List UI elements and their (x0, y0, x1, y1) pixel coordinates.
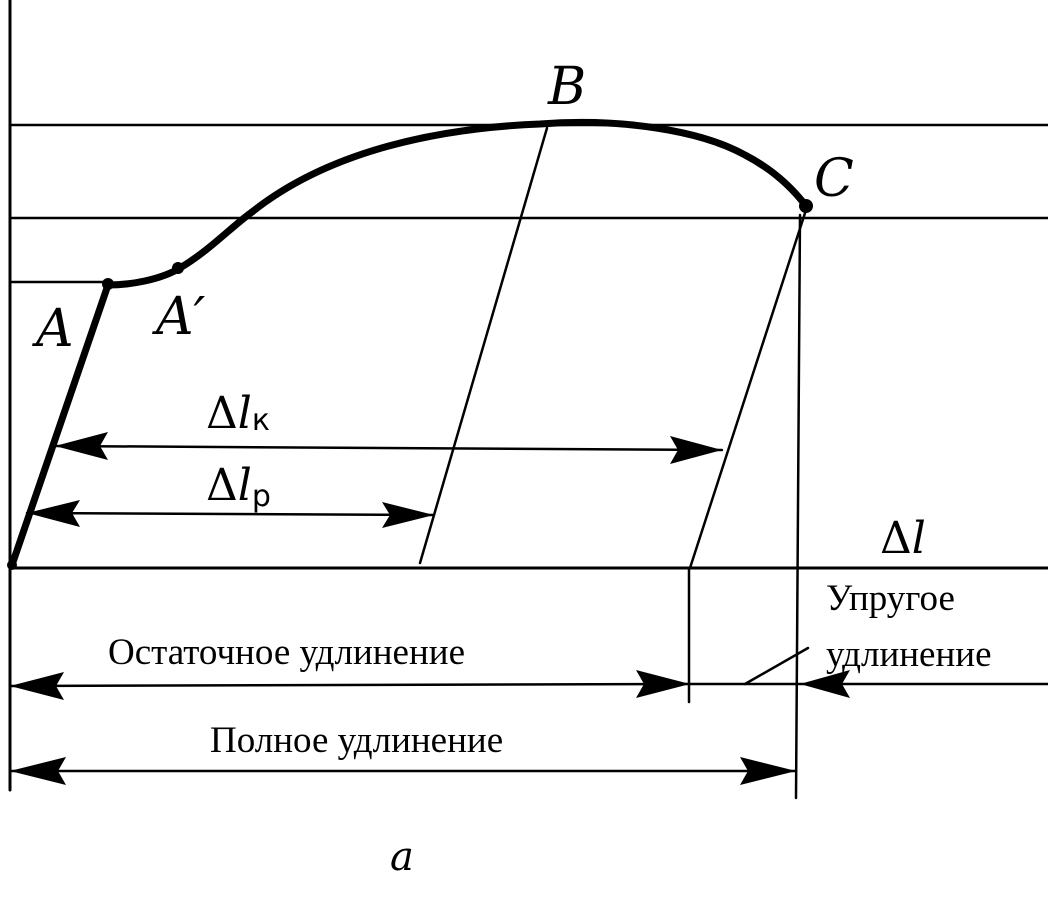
point-origin-marker (7, 560, 17, 570)
residual-arrow-right (636, 670, 690, 698)
label-dl-k: Δlк (206, 388, 270, 439)
dl-k-dimension-line (53, 444, 724, 452)
label-elastic-line1: Упругое (826, 578, 955, 619)
dl-p-sub: р (252, 479, 271, 514)
dl-axis-var: l (912, 513, 926, 564)
label-dl-p: Δlр (206, 460, 271, 514)
vertical-line-c (794, 213, 802, 800)
dl-k-arrow-right (670, 436, 722, 464)
label-full: Полное удлинение (210, 720, 503, 761)
dl-k-symbol: Δ (206, 388, 238, 439)
dl-p-arrow-left (27, 500, 80, 527)
label-dl-axis: Δl (880, 513, 926, 564)
unload-line-c (688, 208, 808, 570)
label-elastic-line2: удлинение (826, 634, 992, 675)
elastic-leader-line (743, 646, 810, 686)
full-arrow-left (10, 757, 66, 785)
point-a-prime-marker (172, 262, 184, 274)
label-point-a: A (32, 299, 74, 359)
point-a-marker (102, 278, 114, 290)
full-arrow-right (740, 757, 796, 785)
dl-k-arrow-left (55, 432, 108, 460)
label-residual: Остаточное удлинение (108, 632, 465, 673)
residual-arrow-left (10, 672, 64, 700)
stress-strain-curve (8, 119, 810, 569)
dl-p-arrow-right (382, 502, 434, 528)
dl-p-dimension-line (25, 511, 436, 517)
dl-p-symbol: Δ (206, 460, 238, 511)
dl-k-var: l (238, 388, 252, 439)
dl-axis-symbol: Δ (880, 513, 912, 564)
label-point-b: B (547, 57, 586, 117)
point-c-marker (799, 199, 813, 213)
label-point-a-prime: A′ (152, 287, 206, 347)
elastic-arrow-right (800, 670, 850, 698)
dl-p-var: l (238, 460, 252, 511)
figure-caption: a (390, 834, 414, 880)
dl-k-sub: к (252, 403, 270, 438)
residual-dimension-line (8, 682, 692, 688)
label-point-c: C (814, 149, 854, 209)
unload-line-b (418, 126, 549, 565)
